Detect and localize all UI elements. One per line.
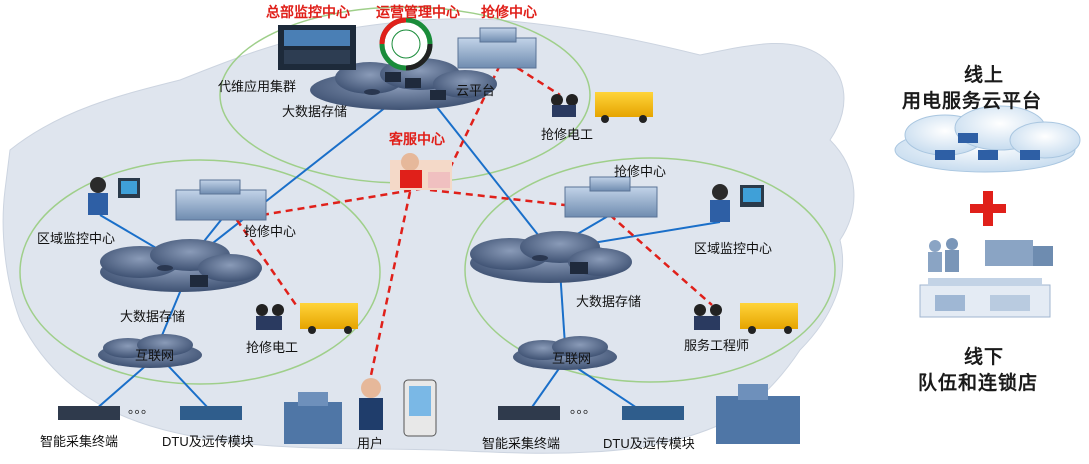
top-bigdata-storage-label: 大数据存储 (282, 104, 348, 119)
left-terminal-device-icon (58, 406, 120, 420)
left-internet-cloud (98, 334, 202, 368)
right-terminal-device-icon (498, 406, 560, 420)
left-repair-center-building-icon (175, 179, 267, 221)
right-dtu-module-label: DTU及远传模块 (603, 436, 695, 451)
right-smart-terminal-label: 智能采集终端 (482, 436, 561, 451)
left-region-ring (19, 159, 381, 385)
right-internet-label: 互联网 (552, 351, 592, 366)
left-repair-center-label: 抢修中心 (244, 224, 297, 239)
left-region-operator-icon (88, 177, 140, 215)
left-smart-terminal-label: 智能采集终端 (40, 434, 119, 449)
right-repair-center-building-icon (564, 176, 658, 218)
customer-service-center-label: 客服中心 (389, 131, 445, 147)
right-dots-label: 。。。 (570, 401, 597, 416)
ops-center-logo-icon (379, 17, 433, 71)
online-title-line1: 线上 (964, 65, 1005, 86)
chain-store-icon (919, 278, 1051, 318)
customer-service-agents-icon (390, 153, 452, 190)
cloud-platform-label: 云平台 (456, 83, 496, 98)
user-person-icon (359, 378, 383, 430)
right-region-operator-icon (710, 184, 764, 222)
left-dtu-module-label: DTU及远传模块 (162, 434, 254, 449)
left-dtu-device-icon (180, 406, 242, 420)
hq-monitor-photo-icon (278, 25, 356, 70)
top-repair-van-icon (551, 92, 653, 123)
left-repair-van-icon (256, 303, 358, 334)
right-region-ring (464, 157, 836, 383)
agent-app-cluster-label: 代维应用集群 (218, 79, 297, 94)
plus-icon (970, 191, 1006, 226)
right-repair-center-label: 抢修中心 (614, 164, 667, 179)
online-cloud-icon (894, 105, 1081, 173)
right-bigdata-storage-label: 大数据存储 (576, 294, 642, 309)
offline-title-line1: 线下 (964, 347, 1005, 368)
top-repair-worker-label: 抢修电工 (541, 127, 594, 142)
right-region-monitor-label: 区域监控中心 (694, 241, 773, 256)
right-internet-cloud (513, 336, 617, 370)
left-repair-worker-label: 抢修电工 (246, 340, 299, 355)
left-bigdata-storage-label: 大数据存储 (120, 309, 186, 324)
right-bigdata-cloud (470, 231, 632, 283)
right-engineer-van-icon (694, 303, 798, 334)
hq-monitor-center-label: 总部监控中心 (266, 4, 350, 20)
left-dots-label: 。。。 (128, 401, 155, 416)
top-repair-center-building-icon (457, 27, 537, 69)
right-dtu-device-icon (622, 406, 684, 420)
left-internet-label: 互联网 (135, 348, 175, 363)
top-repair-center-label: 抢修中心 (481, 4, 537, 20)
left-bigdata-cloud (100, 239, 262, 292)
left-region-monitor-label: 区域监控中心 (37, 231, 116, 246)
online-title-line2: 用电服务云平台 (902, 91, 1043, 112)
ops-management-center-label: 运营管理中心 (376, 4, 460, 20)
service-engineer-label: 服务工程师 (684, 338, 750, 353)
right-city-building-icon (716, 384, 800, 444)
left-city-building-icon (284, 392, 342, 444)
offline-team-icon (928, 238, 1053, 272)
handheld-terminal-icon (403, 379, 437, 437)
offline-title-line2: 队伍和连锁店 (918, 373, 1039, 394)
user-label: 用户 (357, 436, 384, 451)
